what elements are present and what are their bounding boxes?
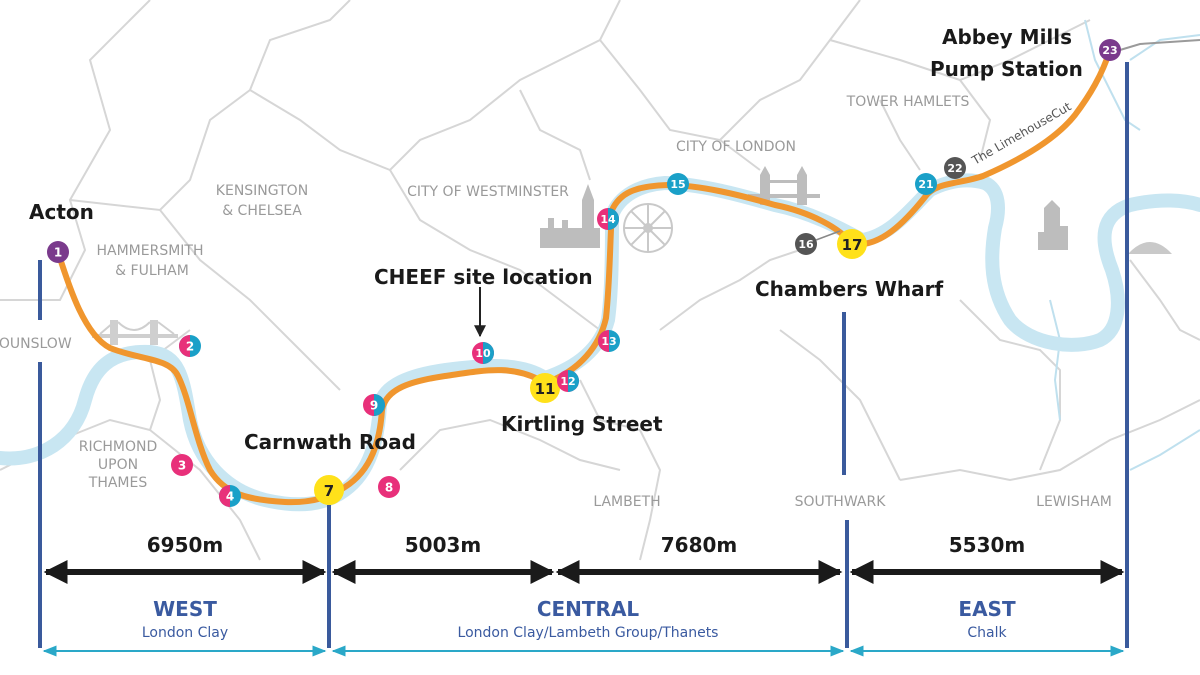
svg-text:14: 14 (600, 213, 616, 226)
svg-text:22: 22 (947, 162, 962, 175)
shaft-marker: 22 (944, 157, 966, 179)
london-eye-icon (623, 203, 673, 253)
minor-streams (1049, 19, 1200, 471)
main-shaft-marker: 17 (837, 229, 867, 259)
shaft-marker: 23 (1099, 39, 1121, 61)
canary-wharf-icon (1038, 200, 1068, 250)
svg-text:15: 15 (670, 178, 685, 191)
svg-text:13: 13 (601, 335, 616, 348)
borough-label-richmond: UPON (98, 457, 138, 473)
zone-divider-lines (38, 62, 1129, 648)
svg-text:21: 21 (918, 178, 933, 191)
shaft-marker: 14 (597, 208, 619, 230)
borough-label-hammersmith: HAMMERSMITH (96, 243, 203, 259)
tunnel-route (55, 47, 1113, 506)
shaft-marker: 12 (557, 370, 579, 392)
svg-text:7: 7 (324, 482, 334, 500)
shaft-marker: 1 (47, 241, 69, 263)
site-label-kirtling-street: Kirtling Street (501, 412, 663, 436)
zone-geology-east: Chalk (967, 625, 1007, 641)
borough-label-hounslow: HOUNSLOW (0, 336, 72, 352)
shaft-marker: 8 (378, 476, 400, 498)
svg-text:23: 23 (1102, 44, 1117, 57)
site-label-carnwath-road: Carnwath Road (244, 430, 416, 454)
borough-label-kensington: KENSINGTON (216, 183, 308, 199)
shaft-marker: 4 (219, 485, 241, 507)
borough-label-richmond: THAMES (88, 475, 148, 491)
svg-text:4: 4 (226, 490, 234, 504)
shaft-marker: 21 (915, 173, 937, 195)
zone-name-central: CENTRAL (537, 597, 640, 621)
borough-label-city-of-london: CITY OF LONDON (676, 139, 796, 155)
bridge-icon (92, 320, 178, 345)
site-label-acton: Acton (29, 200, 94, 224)
shaft-marker: 15 (667, 173, 689, 195)
site-label-abbey-mills: Pump Station (930, 57, 1083, 81)
svg-text:16: 16 (798, 238, 814, 251)
shaft-markers: 1 2 3 4 7 8 9 10 11 12 13 14 15 16 17 21… (47, 39, 1121, 507)
zone-geology-west: London Clay (142, 625, 228, 641)
shaft-marker: 16 (795, 233, 817, 255)
rail-line (1119, 39, 1200, 51)
svg-text:8: 8 (385, 481, 393, 495)
zone-geology-central: London Clay/Lambeth Group/Thanets (458, 625, 719, 641)
zone-name-east: EAST (958, 597, 1016, 621)
svg-text:11: 11 (535, 380, 556, 398)
svg-text:1: 1 (54, 246, 62, 260)
borough-label-richmond: RICHMOND (79, 439, 158, 455)
svg-text:9: 9 (370, 399, 378, 413)
borough-boundaries (0, 0, 1200, 561)
main-shaft-marker: 7 (314, 475, 344, 505)
shaft-marker: 3 (171, 454, 193, 476)
distance-label-central-a: 5003m (405, 533, 482, 557)
o2-arena-icon (1128, 242, 1172, 254)
shaft-marker: 2 (179, 335, 201, 357)
distance-label-east: 5530m (949, 533, 1026, 557)
shaft-marker: 13 (598, 330, 620, 352)
shaft-marker: 9 (363, 394, 385, 416)
borough-label-southwark: SOUTHWARK (795, 494, 887, 510)
main-shaft-marker: 11 (530, 373, 560, 403)
svg-text:17: 17 (842, 236, 863, 254)
svg-text:10: 10 (475, 347, 491, 360)
distance-label-west: 6950m (147, 533, 224, 557)
shaft-marker: 10 (472, 342, 494, 364)
distance-label-central-b: 7680m (661, 533, 738, 557)
svg-text:12: 12 (560, 375, 575, 388)
borough-label-lambeth: LAMBETH (593, 494, 660, 510)
svg-text:3: 3 (178, 459, 186, 473)
site-label-cheef: CHEEF site location (374, 265, 593, 289)
parliament-icon (540, 184, 600, 248)
borough-label-kensington: & CHELSEA (222, 203, 302, 219)
borough-label-lewisham: LEWISHAM (1036, 494, 1112, 510)
site-label-abbey-mills: Abbey Mills (942, 25, 1072, 49)
svg-text:2: 2 (186, 340, 194, 354)
site-label-chambers-wharf: Chambers Wharf (755, 277, 944, 301)
zone-name-west: WEST (153, 597, 217, 621)
borough-label-westminster: CITY OF WESTMINSTER (407, 184, 569, 200)
borough-label-hammersmith: & FULHAM (115, 263, 189, 279)
marker-connector (815, 230, 841, 241)
tower-bridge-icon (748, 166, 820, 205)
borough-label-tower-hamlets: TOWER HAMLETS (846, 94, 970, 110)
